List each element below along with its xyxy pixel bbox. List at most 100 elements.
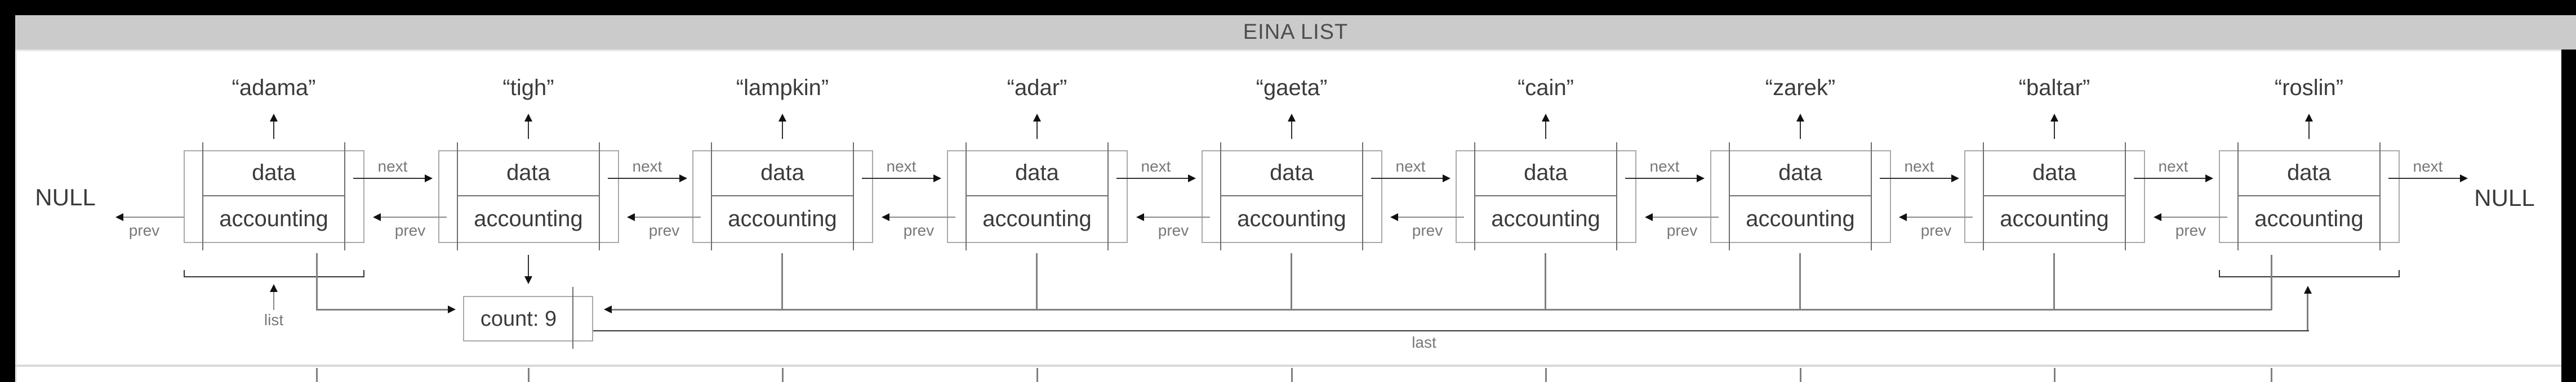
next-arrow-label: next — [2413, 158, 2443, 175]
frame-top-bar — [0, 0, 2576, 15]
data-pointer-line — [273, 122, 274, 139]
prev-arrowhead-icon — [1136, 213, 1144, 221]
up-arrowhead-icon — [2304, 286, 2312, 294]
list-bracket — [184, 276, 364, 277]
up-arrowhead-icon — [524, 114, 532, 122]
next-arrow-label: next — [1904, 158, 1934, 175]
cell-divider — [711, 195, 853, 196]
node-outer-box — [1456, 150, 1636, 243]
record-right-border — [1107, 142, 1109, 250]
prev-arrowhead-icon — [2154, 213, 2161, 221]
next-arrowhead-icon — [1697, 174, 1705, 182]
accounting-pointer-line — [1036, 253, 1038, 310]
prev-arrow-label: prev — [2175, 222, 2206, 239]
record-right-border — [344, 142, 345, 250]
data-cell: data — [1778, 160, 1822, 185]
prev-arrow-line — [1653, 217, 1719, 218]
record-left-border — [202, 142, 203, 250]
pointer-line-stub — [782, 368, 784, 382]
up-arrowhead-icon — [2050, 114, 2058, 122]
next-arrow-label: next — [632, 158, 662, 175]
record-right-border — [599, 142, 600, 250]
accounting-cell: accounting — [2000, 206, 2109, 231]
prev-arrow-line — [2161, 217, 2227, 218]
next-arrow-line — [353, 178, 425, 179]
record-left-border — [711, 142, 712, 250]
frame-right-bar — [2561, 50, 2576, 382]
node-outer-box — [184, 150, 364, 243]
data-pointer-line — [2054, 122, 2055, 139]
node-outer-box — [1710, 150, 1891, 243]
prev-arrow-line — [1144, 217, 1210, 218]
cell-divider — [457, 195, 599, 196]
data-pointer-line — [1800, 122, 1801, 139]
next-arrow-line — [608, 178, 679, 179]
prev-arrow-label: prev — [394, 222, 426, 239]
data-cell: data — [506, 160, 550, 185]
next-arrow-line — [1625, 178, 1697, 179]
list-pointer-line — [273, 291, 274, 310]
record-left-border — [1983, 142, 1984, 250]
accounting-pointer-line — [2271, 255, 2272, 310]
cell-divider — [966, 195, 1108, 196]
accounting-pointer-line — [316, 253, 318, 310]
node-data-value-label: “lampkin” — [736, 75, 829, 100]
next-arrow-label: next — [1649, 158, 1680, 175]
title-bar — [15, 15, 2576, 51]
next-arrowhead-icon — [1951, 174, 1959, 182]
next-arrowhead-icon — [1443, 174, 1451, 182]
data-cell: data — [2032, 160, 2076, 185]
pointer-line-stub — [1036, 368, 1038, 382]
next-arrow-label: next — [2158, 158, 2188, 175]
last-bracket — [2219, 276, 2400, 277]
prev-arrowhead-icon — [115, 213, 123, 221]
record-right-border — [1871, 142, 1872, 250]
cell-divider — [1475, 195, 1617, 196]
last-pointer-line — [2307, 293, 2308, 331]
up-arrowhead-icon — [1288, 114, 1296, 122]
list-bracket-tick — [184, 270, 185, 277]
next-arrowhead-icon — [679, 174, 687, 182]
prev-arrowhead-icon — [627, 213, 635, 221]
record-left-border — [457, 142, 458, 250]
cell-divider — [1983, 195, 2125, 196]
next-arrowhead-icon — [1188, 174, 1196, 182]
data-cell: data — [760, 160, 804, 185]
prev-arrowhead-icon — [373, 213, 381, 221]
cell-divider — [203, 195, 345, 196]
node-outer-box — [947, 150, 1128, 243]
frame-left-bar — [0, 0, 15, 382]
next-arrowhead-icon — [2205, 174, 2213, 182]
prev-arrow-line — [889, 217, 955, 218]
next-arrowhead-icon — [425, 174, 433, 182]
left-arrowhead-icon — [604, 305, 612, 313]
record-left-border — [2237, 142, 2239, 250]
next-arrow-line — [862, 178, 933, 179]
up-arrowhead-icon — [270, 284, 278, 292]
prev-arrow-label: prev — [648, 222, 680, 239]
data-pointer-line — [2308, 122, 2310, 139]
next-arrow-label: next — [1141, 158, 1171, 175]
data-cell: data — [1524, 160, 1568, 185]
node-outer-box — [438, 150, 619, 243]
record-left-border — [1729, 142, 1730, 250]
accounting-cell: accounting — [1237, 206, 1346, 231]
record-right-border — [853, 142, 854, 250]
node-data-value-label: “cain” — [1517, 75, 1574, 100]
accounting-bus-line — [611, 309, 2272, 311]
right-arrowhead-icon — [448, 305, 456, 313]
prev-arrow-label: prev — [1412, 222, 1443, 239]
prev-arrowhead-icon — [1645, 213, 1653, 221]
record-right-border — [1616, 142, 1617, 250]
record-right-border — [2125, 142, 2126, 250]
data-pointer-line — [1545, 122, 1546, 139]
prev-arrow-label: prev — [903, 222, 935, 239]
data-pointer-line — [1036, 122, 1038, 139]
accounting-pointer-line — [1799, 253, 1801, 310]
up-arrowhead-icon — [1542, 114, 1550, 122]
up-arrowhead-icon — [1033, 114, 1041, 122]
next-arrow-label: next — [886, 158, 916, 175]
accounting-pointer-line — [1291, 253, 1292, 310]
next-arrow-line — [2388, 178, 2460, 179]
